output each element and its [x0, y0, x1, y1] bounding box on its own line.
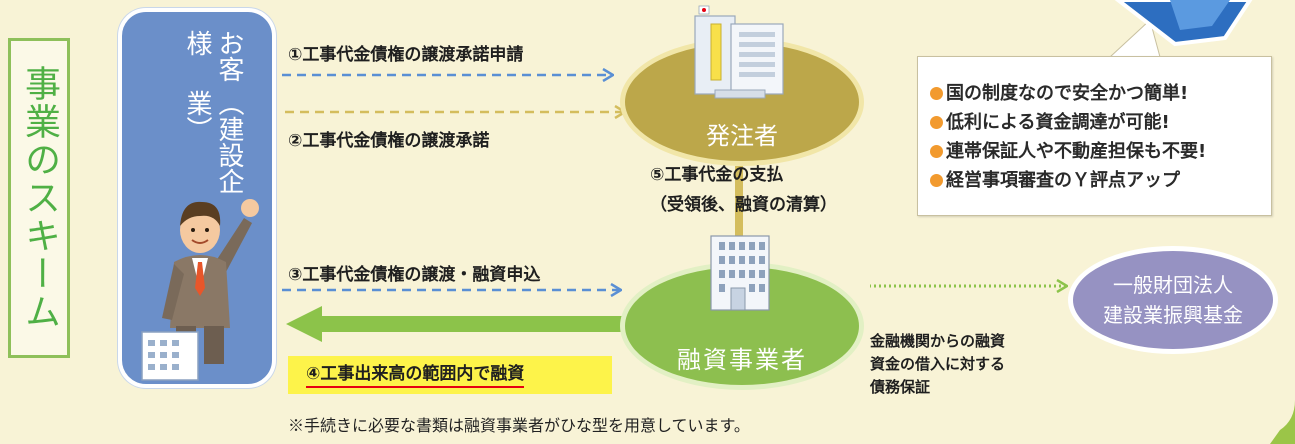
- bullet-icon: [930, 87, 943, 100]
- step1-label: ①工事代金債権の譲渡承諾申請: [288, 45, 524, 65]
- scheme-title: 事業のスキーム: [19, 65, 60, 331]
- benefit-item: 国の制度なので安全かつ簡単!: [930, 79, 1271, 108]
- step3-label: ③工事代金債権の譲渡・融資申込: [288, 265, 541, 285]
- step2-label: ②工事代金債権の譲渡承諾: [288, 131, 490, 151]
- title-frame: [8, 38, 70, 358]
- bullet-icon: [930, 174, 943, 187]
- fund-type: 一般財団法人: [1113, 273, 1233, 297]
- step4-arrow: [286, 306, 626, 342]
- benefit-item: 低利による資金調達が可能!: [930, 108, 1271, 137]
- guarantee-line2: 資金の借入に対する: [870, 355, 1006, 373]
- guarantee-note: 金融機関からの融資 資金の借入に対する 債務保証: [870, 330, 1005, 399]
- small-building-icon: [141, 331, 199, 381]
- step5-label: ⑤工事代金の支払: [650, 165, 784, 185]
- customer-column: [118, 8, 276, 388]
- fund-node: 一般財団法人 建設業振興基金: [1068, 246, 1278, 354]
- lender-label: 融資事業者: [677, 345, 807, 374]
- bullet-icon: [930, 116, 943, 129]
- fund-name: 建設業振興基金: [1103, 303, 1243, 327]
- guarantee-line3: 債務保証: [870, 378, 931, 396]
- step4-highlight: ④工事出来高の範囲内で融資: [288, 356, 612, 394]
- customer-label: お客様 （建設企業）: [155, 30, 245, 210]
- benefits-list: 国の制度なので安全かつ簡単! 低利による資金調達が可能! 連帯保証人や不動産担保…: [918, 57, 1271, 195]
- office-building-icon: [710, 235, 770, 311]
- benefit-item: 連帯保証人や不動産担保も不要!: [930, 137, 1271, 166]
- customer-type: （建設企業）: [182, 90, 244, 194]
- customer-name: お客様: [182, 30, 244, 82]
- guarantee-line1: 金融機関からの融資: [870, 332, 1006, 350]
- bullet-icon: [930, 145, 943, 158]
- client-label: 発注者: [706, 121, 778, 150]
- footnote: ※手続きに必要な書類は融資事業者がひな型を用意しています。: [288, 416, 750, 435]
- benefit-item: 経営事項審査のＹ評点アップ: [930, 166, 1271, 195]
- building-icon: [694, 5, 784, 99]
- step5-sublabel: （受領後、融資の清算）: [650, 195, 837, 215]
- step4-label: ④工事出来高の範囲内で融資: [306, 363, 525, 388]
- shield-icon: [1114, 0, 1253, 47]
- benefits-callout: 国の制度なので安全かつ簡単! 低利による資金調達が可能! 連帯保証人や不動産担保…: [917, 56, 1272, 216]
